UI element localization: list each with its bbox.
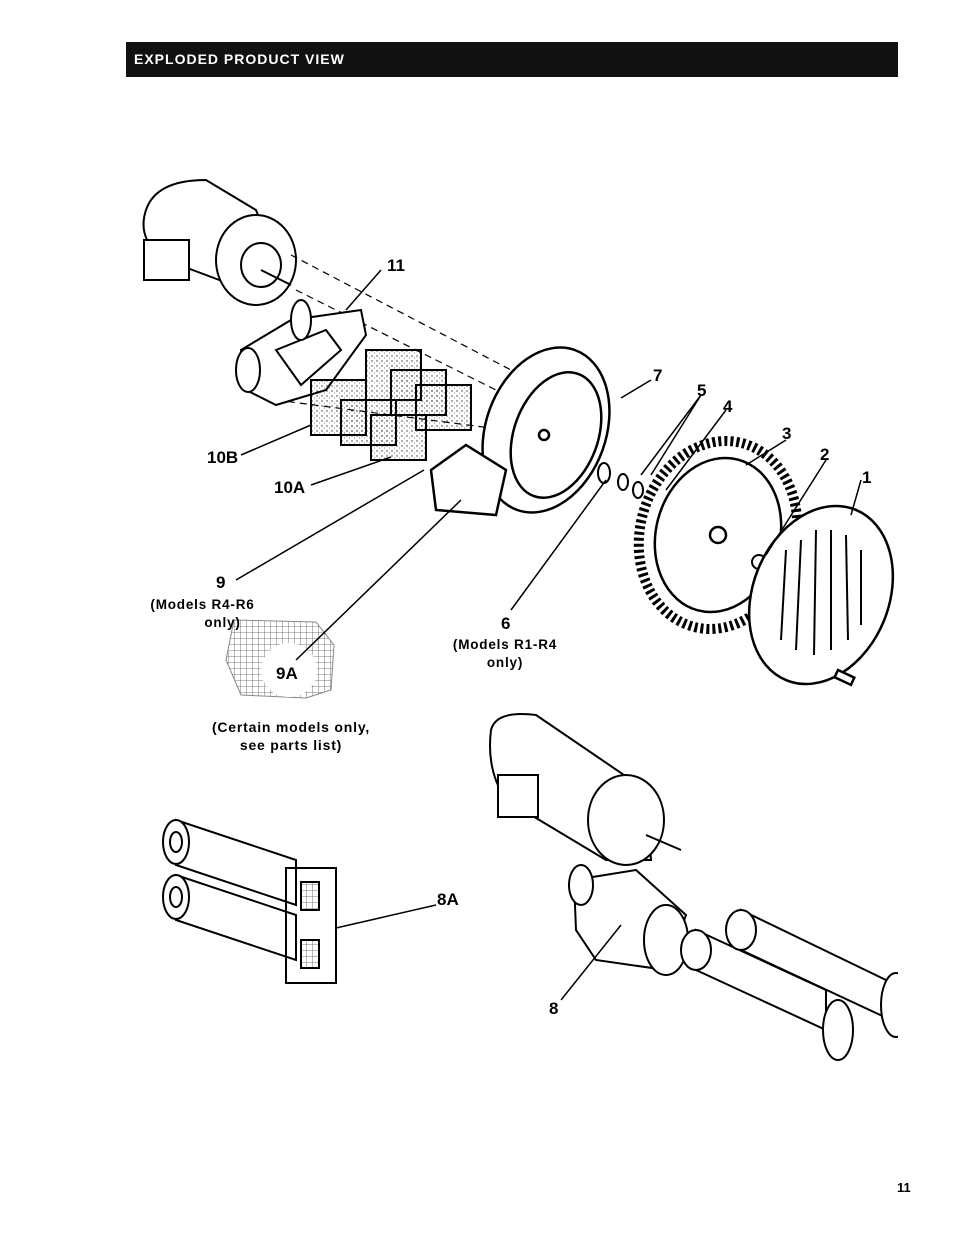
callout-8: 8 [549,999,559,1018]
mesh-gasket [225,619,335,699]
callout-7: 7 [653,366,663,385]
callout-11: 11 [387,256,405,275]
blower-cover [747,504,895,687]
exploded-view-illustration [126,170,898,1065]
filter-cylinders [162,818,337,984]
note-models-r1-r4: (Models R1-R4 only) [452,637,558,670]
section-header: EXPLODED PRODUCT VIEW [126,42,898,77]
lower-cylinders [680,908,898,1061]
callout-9a: 9A [276,664,298,683]
note-certain-models: (Certain models only, see parts list) [211,719,371,753]
note-models-r4-r6: (Models R4-R6 only) [150,597,255,630]
section-title: EXPLODED PRODUCT VIEW [134,51,345,67]
blower-housing [429,346,611,517]
callout-10b: 10B [207,448,239,467]
callout-1: 1 [862,468,872,487]
callout-4: 4 [723,397,733,416]
callout-8a: 8A [437,890,459,909]
manifold-frame [235,299,368,407]
callout-10a: 10A [274,478,306,497]
lower-motor [489,713,682,866]
motor-illustration [142,178,297,306]
callout-6: 6 [501,614,511,633]
page-number: 11 [897,1180,911,1195]
callout-3: 3 [782,424,792,443]
silencer-blocks [310,349,472,461]
callout-2: 2 [820,445,830,464]
callout-9: 9 [216,573,226,592]
callout-5: 5 [697,381,707,400]
